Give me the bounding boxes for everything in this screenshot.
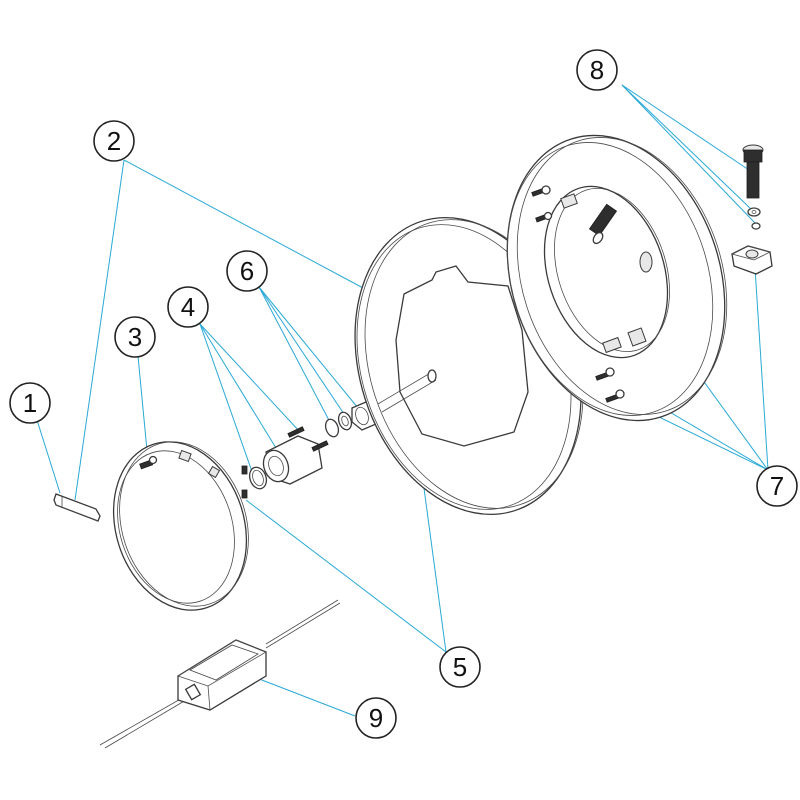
leader-6c [258, 286, 359, 409]
leader-3 [137, 355, 149, 462]
leader-7d [754, 267, 769, 471]
leader-8a [621, 84, 753, 173]
power-driver-unit [99, 599, 341, 749]
leader-2a [123, 159, 379, 297]
lens-screw [139, 455, 158, 470]
leader-8c [621, 84, 757, 225]
housing-spring [588, 203, 618, 245]
spring-clip-bracket [730, 245, 773, 275]
leader-2b [74, 159, 125, 501]
callout-8-label: 8 [590, 55, 604, 85]
leader-6a [258, 286, 333, 427]
clip-part [53, 493, 101, 522]
callout-9-label: 9 [369, 703, 383, 733]
leader-5b [245, 499, 447, 653]
leader-4b [199, 323, 277, 449]
callout-4-label: 4 [181, 292, 195, 322]
callout-7: 7 [756, 465, 798, 507]
callout-2-label: 2 [107, 126, 121, 156]
callout-5: 5 [439, 646, 481, 688]
lamp-holder-assembly [241, 401, 377, 499]
callout-8: 8 [576, 49, 618, 91]
callout-1: 1 [9, 382, 51, 424]
leader-6b [258, 286, 347, 418]
callout-5-label: 5 [453, 652, 467, 682]
callout-6: 6 [226, 250, 268, 292]
callout-3: 3 [114, 316, 156, 358]
leader-4a [199, 323, 257, 484]
callout-9: 9 [355, 697, 397, 739]
mounting-housing [506, 134, 728, 422]
leader-4c [199, 323, 301, 433]
callout-6-label: 6 [240, 256, 254, 286]
spring-screw-set [742, 144, 764, 230]
callout-4: 4 [167, 286, 209, 328]
housing-screw-top [531, 185, 551, 197]
callout-2: 2 [93, 120, 135, 162]
front-lens-ring [112, 441, 249, 611]
callout-7-label: 7 [770, 471, 784, 501]
housing-screws-bottom [595, 367, 625, 403]
leader-1 [36, 419, 61, 494]
callouts: 1 2 3 4 5 6 7 8 [9, 49, 798, 739]
leader-8b [621, 84, 753, 211]
callout-3-label: 3 [128, 322, 142, 352]
callout-1-label: 1 [23, 388, 37, 418]
housing-screw-mid [535, 211, 553, 223]
